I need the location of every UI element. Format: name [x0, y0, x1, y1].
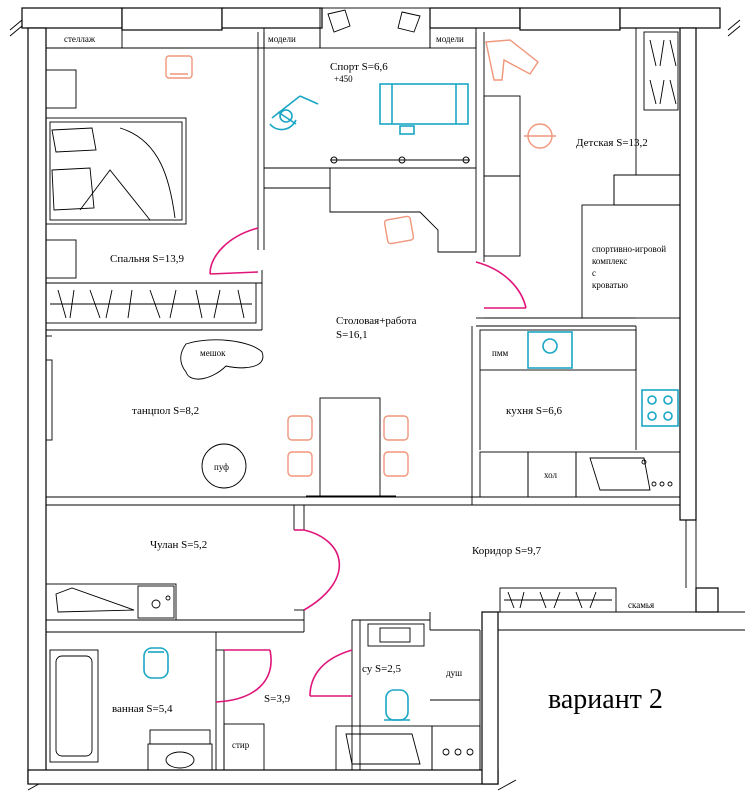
kids-complex-line4: кроватью — [592, 280, 628, 290]
pouf-label: пуф — [214, 462, 229, 472]
room-dining-area: S=16,1 — [336, 329, 368, 341]
kids-complex-line1: спортивно-игровой — [592, 244, 666, 254]
room-dining: Столовая+работа — [336, 315, 417, 327]
room-corridor: Коридор S=9,7 — [472, 545, 542, 557]
models-right-label: модели — [436, 34, 464, 44]
washer-label: стир — [232, 740, 250, 750]
variant-title: вариант 2 — [548, 684, 663, 715]
room-wc: су S=2,5 — [362, 663, 402, 675]
room-bathroom: ванная S=5,4 — [112, 703, 173, 715]
doors — [209, 227, 527, 703]
bench-label: скамья — [628, 600, 654, 610]
room-sport: Спорт S=6,6 — [330, 61, 388, 73]
dining-area — [45, 335, 409, 497]
room-sport-extra: +450 — [334, 74, 353, 84]
pantry — [45, 583, 177, 621]
wc — [223, 623, 481, 771]
kids-complex-line2: комплекс — [592, 256, 627, 266]
kids-room — [483, 31, 681, 319]
shower-label: душ — [446, 668, 462, 678]
bathroom — [49, 647, 213, 771]
models-left-label: модели — [268, 34, 296, 44]
kids-complex-line3: с — [592, 268, 596, 278]
top-cabinets — [45, 7, 477, 49]
kitchen — [479, 329, 681, 498]
room-kids: Детская S=13,2 — [576, 137, 648, 149]
bedroom — [45, 55, 257, 324]
rack-label: стеллаж — [64, 34, 96, 44]
beanbag-label: мешок — [200, 348, 226, 358]
room-dance: танцпол S=8,2 — [132, 405, 199, 417]
room-pantry: Чулан S=5,2 — [150, 539, 207, 551]
internal-walls — [46, 28, 680, 770]
room-hall: S=3,9 — [264, 693, 291, 705]
labels: стеллаж модели модели Спорт S=6,6 +450 Д… — [64, 34, 666, 750]
dishwasher-label: пмм — [492, 348, 509, 358]
room-kitchen: кухня S=6,6 — [506, 405, 562, 417]
sport-room — [269, 83, 470, 245]
room-bedroom: Спальня S=13,9 — [110, 253, 184, 265]
corridor-bench — [499, 587, 617, 613]
fridge-label: хол — [544, 470, 558, 480]
